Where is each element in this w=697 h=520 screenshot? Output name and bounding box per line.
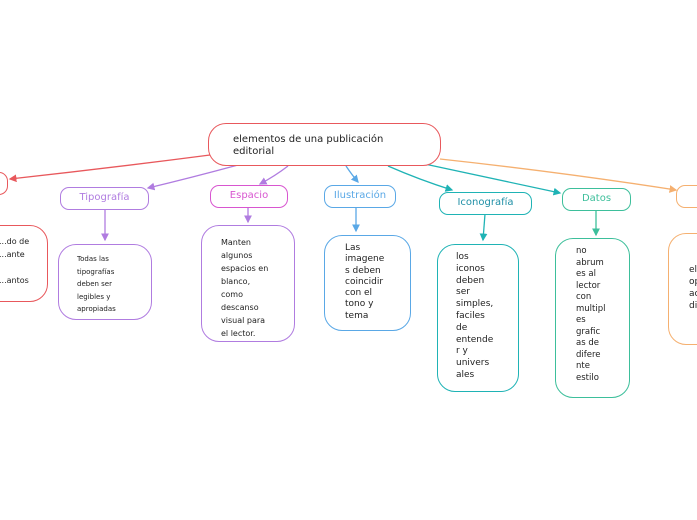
topic-ilustracion[interactable]: Ilustración — [324, 185, 396, 208]
connector-root-to-tipografia — [146, 164, 239, 191]
topic-tipografia[interactable]: Tipografía — [60, 187, 149, 210]
connector-root-to-right-topic — [439, 158, 678, 193]
connector-root-to-ilustracion — [345, 165, 359, 183]
topic-iconografia[interactable]: Iconografía — [439, 192, 532, 215]
leaf-espacio[interactable]: Manten algunos espacios en blanco, como … — [201, 225, 295, 342]
connector-root-to-iconografia — [387, 165, 454, 192]
leaf-left-partial[interactable]: ...do de ...ante ...antos — [0, 225, 48, 302]
leaf-iconografia[interactable]: los iconos deben ser simples, faciles de… — [437, 244, 519, 392]
leaf-ilustracion[interactable]: Las imagene s deben coincidir con el ton… — [324, 235, 411, 331]
connector-root-to-espacio — [258, 165, 289, 185]
topic-espacio[interactable]: Espacio — [210, 185, 288, 208]
connector-root-to-left-topic — [8, 154, 211, 183]
leaf-datos[interactable]: no abrum es al lector con multipl es gra… — [555, 238, 630, 398]
topic-right-partial[interactable] — [676, 185, 697, 208]
root-node[interactable]: elementos de una publicación editorial — [208, 123, 441, 166]
connector-iconografia-to-leaf — [479, 213, 488, 242]
leaf-tipografia[interactable]: Todas las tipografías deben ser legibles… — [58, 244, 152, 320]
connector-root-to-datos — [419, 162, 562, 196]
leaf-right-partial[interactable]: el op ac di — [668, 233, 697, 345]
topic-datos[interactable]: Datos — [562, 188, 631, 211]
